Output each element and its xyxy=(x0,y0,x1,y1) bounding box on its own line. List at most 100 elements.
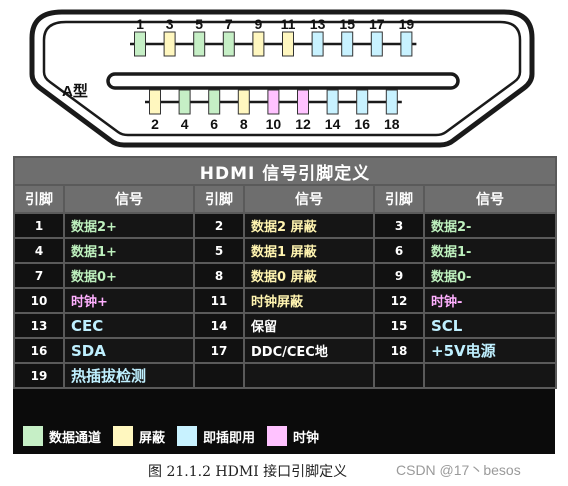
table-title: HDMI 信号引脚定义 xyxy=(13,156,557,186)
connector-pin-top: 19 xyxy=(399,16,415,57)
pin-number-label: 16 xyxy=(354,116,370,132)
pin-contact xyxy=(341,31,354,57)
signal-name-cell xyxy=(423,362,557,389)
pin-contact xyxy=(193,31,206,57)
pin-contact xyxy=(252,31,265,57)
csdn-watermark: CSDN @17丶besos xyxy=(396,462,521,478)
legend-item: 时钟 xyxy=(267,426,319,446)
legend-label: 屏蔽 xyxy=(139,430,166,446)
connector-pin-top: 5 xyxy=(193,16,206,57)
header-signal: 信号 xyxy=(63,184,195,214)
legend-swatch xyxy=(23,426,43,446)
pin-contact xyxy=(267,89,280,115)
signal-name-cell: 时钟+ xyxy=(63,287,195,314)
connector-pin-top: 3 xyxy=(163,16,176,57)
legend-swatch xyxy=(267,426,288,446)
connector-pin-bottom: 8 xyxy=(237,89,250,132)
pin-contact xyxy=(370,31,383,57)
connector-pin-bottom: 6 xyxy=(208,89,221,132)
legend-item: 屏蔽 xyxy=(113,426,165,446)
pin-number-cell: 1 xyxy=(13,212,65,239)
legend-item: 即插即用 xyxy=(177,426,255,446)
signal-name-cell: SCL xyxy=(423,312,557,339)
connector-type-label: A型 xyxy=(62,82,88,100)
pin-number-label: 19 xyxy=(399,16,415,32)
pin-number-cell: 10 xyxy=(13,287,65,314)
signal-name-cell: DDC/CEC地 xyxy=(243,337,375,364)
connector-pin-bottom: 18 xyxy=(384,89,400,132)
header-pin: 引脚 xyxy=(373,184,425,214)
connector-pin-top: 13 xyxy=(310,16,326,57)
pin-number-label: 9 xyxy=(255,16,263,32)
connector-tongue xyxy=(106,72,460,90)
signal-name-cell: 数据2- xyxy=(423,212,557,239)
pin-number-label: 7 xyxy=(225,16,233,32)
signal-name-cell: 热插拔检测 xyxy=(63,362,195,389)
header-pin: 引脚 xyxy=(13,184,65,214)
signal-name-cell: 时钟屏蔽 xyxy=(243,287,375,314)
pin-number-cell: 5 xyxy=(193,237,245,264)
pin-number-label: 3 xyxy=(166,16,174,32)
pin-number-cell: 8 xyxy=(193,262,245,289)
legend-label: 时钟 xyxy=(293,430,320,446)
pin-contact xyxy=(208,89,221,115)
connector-pin-top: 9 xyxy=(252,16,265,57)
signal-name-cell: 数据1 屏蔽 xyxy=(243,237,375,264)
pin-number-cell: 7 xyxy=(13,262,65,289)
pin-contact xyxy=(400,31,413,57)
connector-pin-top: 15 xyxy=(339,16,355,57)
pin-number-cell: 2 xyxy=(193,212,245,239)
pin-number-label: 2 xyxy=(151,116,159,132)
signal-name-cell: CEC xyxy=(63,312,195,339)
pin-number-label: 8 xyxy=(240,116,248,132)
signal-name-cell: 数据2 屏蔽 xyxy=(243,212,375,239)
header-signal: 信号 xyxy=(423,184,557,214)
signal-name-cell: 数据0- xyxy=(423,262,557,289)
pin-number-label: 10 xyxy=(266,116,282,132)
pin-number-cell: 12 xyxy=(373,287,425,314)
connector-pin-bottom: 2 xyxy=(149,89,161,132)
color-legend: 数据通道屏蔽即插即用时钟 xyxy=(13,420,555,452)
pin-number-label: 17 xyxy=(369,16,385,32)
pin-number-label: 14 xyxy=(325,116,341,132)
pin-contact xyxy=(222,31,235,57)
pin-contact xyxy=(282,31,294,57)
pin-number-cell: 14 xyxy=(193,312,245,339)
connector-pin-top: 1 xyxy=(134,16,146,57)
pin-contact xyxy=(134,31,146,57)
legend-swatch xyxy=(177,426,198,446)
connector-pin-bottom: 4 xyxy=(178,89,191,132)
pin-contact xyxy=(237,89,250,115)
signal-name-cell xyxy=(243,362,375,389)
legend-label: 即插即用 xyxy=(203,430,256,446)
pin-number-cell: 19 xyxy=(13,362,65,389)
pin-contact xyxy=(297,89,309,115)
pin-number-label: 4 xyxy=(181,116,189,132)
signal-name-cell: 数据1+ xyxy=(63,237,195,264)
pin-number-label: 12 xyxy=(295,116,311,132)
pin-number-cell: 11 xyxy=(193,287,245,314)
signal-name-cell: 保留 xyxy=(243,312,375,339)
connector-pin-bottom: 16 xyxy=(354,89,370,132)
connector-pin-bottom: 12 xyxy=(295,89,311,132)
pin-number-cell: 16 xyxy=(13,337,65,364)
pin-contact xyxy=(311,31,324,57)
pin-number-cell xyxy=(193,362,245,389)
pin-number-label: 11 xyxy=(281,16,296,32)
connector-pin-bottom: 10 xyxy=(266,89,282,132)
signal-name-cell: 数据2+ xyxy=(63,212,195,239)
pin-number-label: 5 xyxy=(195,16,203,32)
pin-number-label: 1 xyxy=(136,16,144,32)
signal-name-cell: 数据0+ xyxy=(63,262,195,289)
pin-number-label: 15 xyxy=(339,16,355,32)
pin-contact xyxy=(149,89,161,115)
pin-contact xyxy=(178,89,191,115)
pin-number-label: 18 xyxy=(384,116,400,132)
pin-number-cell: 6 xyxy=(373,237,425,264)
